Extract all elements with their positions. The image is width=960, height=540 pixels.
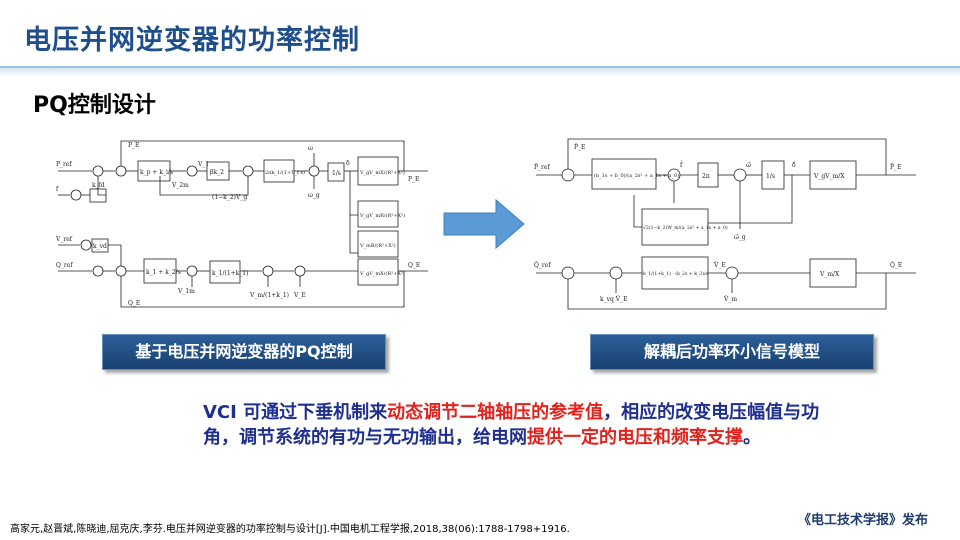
block-k: k_1/(1+k_1) <box>212 270 248 277</box>
label-q-out: Q_E <box>408 262 420 269</box>
section-subtitle: PQ控制设计 <box>33 93 156 118</box>
block-integrator-r: 1/s <box>766 173 775 180</box>
label-p-feedback: P̂_E <box>574 144 585 151</box>
label-f-hat: f̂ <box>680 162 683 169</box>
block-pi-q: k_1 + k_2/s <box>146 269 181 276</box>
desc-part-1: VCI 可通过下垂机制来 <box>203 402 388 423</box>
label-k-fd: k_fd <box>92 182 105 189</box>
block-pi-p: k_p + k_i/s <box>140 169 173 176</box>
transform-arrow-icon <box>443 198 525 250</box>
label-omega-g: ω_g <box>308 192 320 199</box>
label-p-out: P_E <box>408 176 419 183</box>
block-tf-fb: √2(1−k_2)W_m/(a_2s² + a_1s + a_0) <box>643 224 728 231</box>
block-q1: V_gV_mR/(R²+X²) <box>359 212 405 219</box>
desc-highlight-1: 动态调节二轴轴压的参考值 <box>387 402 604 423</box>
block-gain-q: V_m/X <box>819 271 840 278</box>
desc-highlight-2: 提供一定的电压和频率支撑 <box>527 427 743 448</box>
label-omega-hat: ω̂ <box>746 162 751 169</box>
label-p-ref-hat: P̂_ref <box>534 164 550 171</box>
page-title: 电压并网逆变器的功率控制 <box>24 25 360 56</box>
label-delta-hat: δ̂ <box>792 162 796 169</box>
label-q-out-hat: Q̂_E <box>890 262 902 269</box>
label-v-m: V_m/(1+k_1) <box>249 292 289 299</box>
label-vg-ref: V_ref <box>55 236 73 243</box>
label-f: f <box>56 186 59 193</box>
label-k-vd: k_vd <box>93 243 107 250</box>
publisher-label: 《电工技术学报》发布 <box>798 513 929 528</box>
right-diagram-caption: 解耦后功率环小信号模型 <box>590 334 874 370</box>
label-omega-g-hat: ω̂_g <box>734 234 746 241</box>
left-diagram-caption: 基于电压并网逆变器的PQ控制 <box>102 334 386 370</box>
block-integrator: 1/s <box>332 170 341 177</box>
label-q-ref: Q_ref <box>56 262 73 269</box>
label-k-vq: k_vq V̂_E <box>600 296 628 303</box>
pq-control-block-diagram: P_ref f k_fd P_E k_p + k_i/s V_2m V_1 βk… <box>52 135 432 315</box>
label-q-e: Q_E <box>128 300 140 307</box>
label-p-ref: P_ref <box>56 161 72 168</box>
block-gain-p: V_gV_m/X <box>813 173 845 180</box>
label-v-e: V_E <box>293 292 306 299</box>
title-underline-gradient <box>0 66 960 76</box>
title-underline <box>0 66 960 68</box>
label-v-1m: V_1m <box>177 288 195 295</box>
label-one-minus: (1−k_2)V_g <box>212 194 247 201</box>
block-q2: V_mR/(R²+X²) <box>359 242 396 249</box>
reference-citation: 高家元,赵晋斌,陈晓迪,屈克庆,李芬.电压并网逆变器的功率控制与设计[J].中国… <box>10 524 570 535</box>
description-paragraph: VCI 可通过下垂机制来动态调节二轴轴压的参考值，相应的改变电压幅值与功角，调节… <box>203 400 823 450</box>
label-v-2m: V_2m <box>171 182 189 189</box>
desc-part-3: ，相应的改变电压幅值与功角，调节系统的有功与无功输出，给电网 <box>203 402 820 448</box>
block-tf-p: (b_1s + b_0)/(a_2s² + a_1s + a_0) <box>594 172 679 179</box>
block-tf-q: k_1/(1+k_1) · (k_2s + k_3)/s <box>643 270 709 277</box>
label-p-out-hat: P̂_E <box>890 164 901 171</box>
small-signal-model-diagram: P̂_ref P̂_E (b_1s + b_0)/(a_2s² + a_1s +… <box>530 133 920 315</box>
label-p-e-top: P_E <box>128 142 139 149</box>
block-gain: 2πk_1/(1+T_f s) <box>265 169 305 176</box>
desc-part-5: 。 <box>743 427 761 448</box>
label-omega: ω <box>308 145 313 152</box>
block-two-pi: 2π <box>702 173 710 180</box>
block-pe: V_gV_mX/(R²+X²) <box>359 169 405 176</box>
block-q3: V_gV_mX/(R²+X²) <box>359 270 405 277</box>
block-sk2: βk_2 <box>210 169 224 176</box>
label-delta: δ <box>346 160 350 167</box>
label-q-ref-hat: Q̂_ref <box>534 262 551 269</box>
label-v-m-hat: V̂_m <box>723 296 737 303</box>
label-v-1: V_1 <box>197 161 209 168</box>
label-v-hat: V̂_E <box>713 262 726 269</box>
